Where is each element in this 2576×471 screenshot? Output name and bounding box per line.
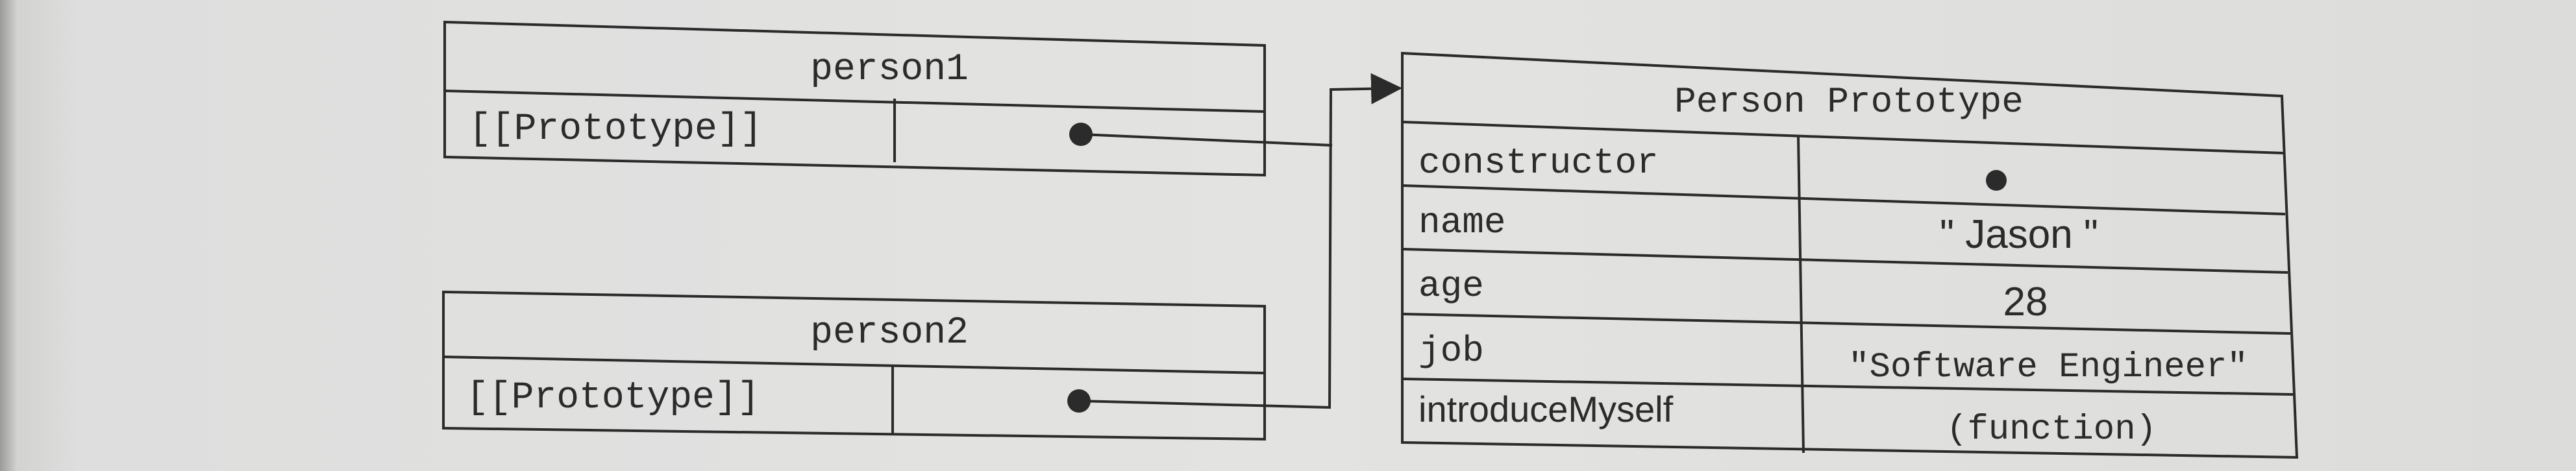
- person1-divider: [444, 90, 1265, 113]
- prototype-value-name: " Jason ": [1940, 212, 2098, 257]
- prototype-value-introduce-myself: (function): [1946, 410, 2157, 450]
- person2-outline: [442, 290, 1266, 441]
- prototype-key-age: age: [1418, 265, 1484, 307]
- person2-connector-arrow: [1078, 73, 1402, 409]
- prototype-outline: [1401, 51, 2299, 459]
- prototype-table: [1401, 51, 2299, 459]
- person2-title: person2: [810, 312, 969, 354]
- pointer-connectors: [1078, 73, 1402, 409]
- page-edge-shadow: [0, 0, 18, 471]
- person1-prototype-label: [[Prototype]]: [469, 108, 762, 151]
- prototype-row-divider-4: [1402, 378, 2294, 396]
- prototype-value-age: 28: [2003, 280, 2048, 324]
- prototype-column-divider: [1797, 136, 1805, 453]
- prototype-key-introduce-myself: introduceMyself: [1418, 389, 1674, 429]
- person2-divider: [443, 356, 1265, 374]
- prototype-row-divider-2: [1402, 248, 2288, 274]
- prototype-key-name: name: [1418, 202, 1505, 243]
- person2-box: [442, 290, 1266, 441]
- constructor-pointer-dot: [1986, 170, 2007, 191]
- person2-prototype-label: [[Prototype]]: [466, 377, 760, 419]
- person1-outline: [443, 20, 1266, 177]
- prototype-value-job: "Software Engineer": [1848, 348, 2248, 387]
- prototype-row-divider-3: [1402, 313, 2291, 335]
- prototype-row-divider-1: [1402, 184, 2286, 215]
- prototype-key-constructor: constructor: [1418, 142, 1659, 184]
- prototype-title: Person Prototype: [1674, 81, 2024, 123]
- prototype-header-divider: [1402, 121, 2285, 154]
- person1-title: person1: [810, 49, 969, 91]
- prototype-key-job: job: [1418, 330, 1484, 372]
- person1-connector: [1080, 133, 1333, 147]
- person1-box: [443, 20, 1266, 177]
